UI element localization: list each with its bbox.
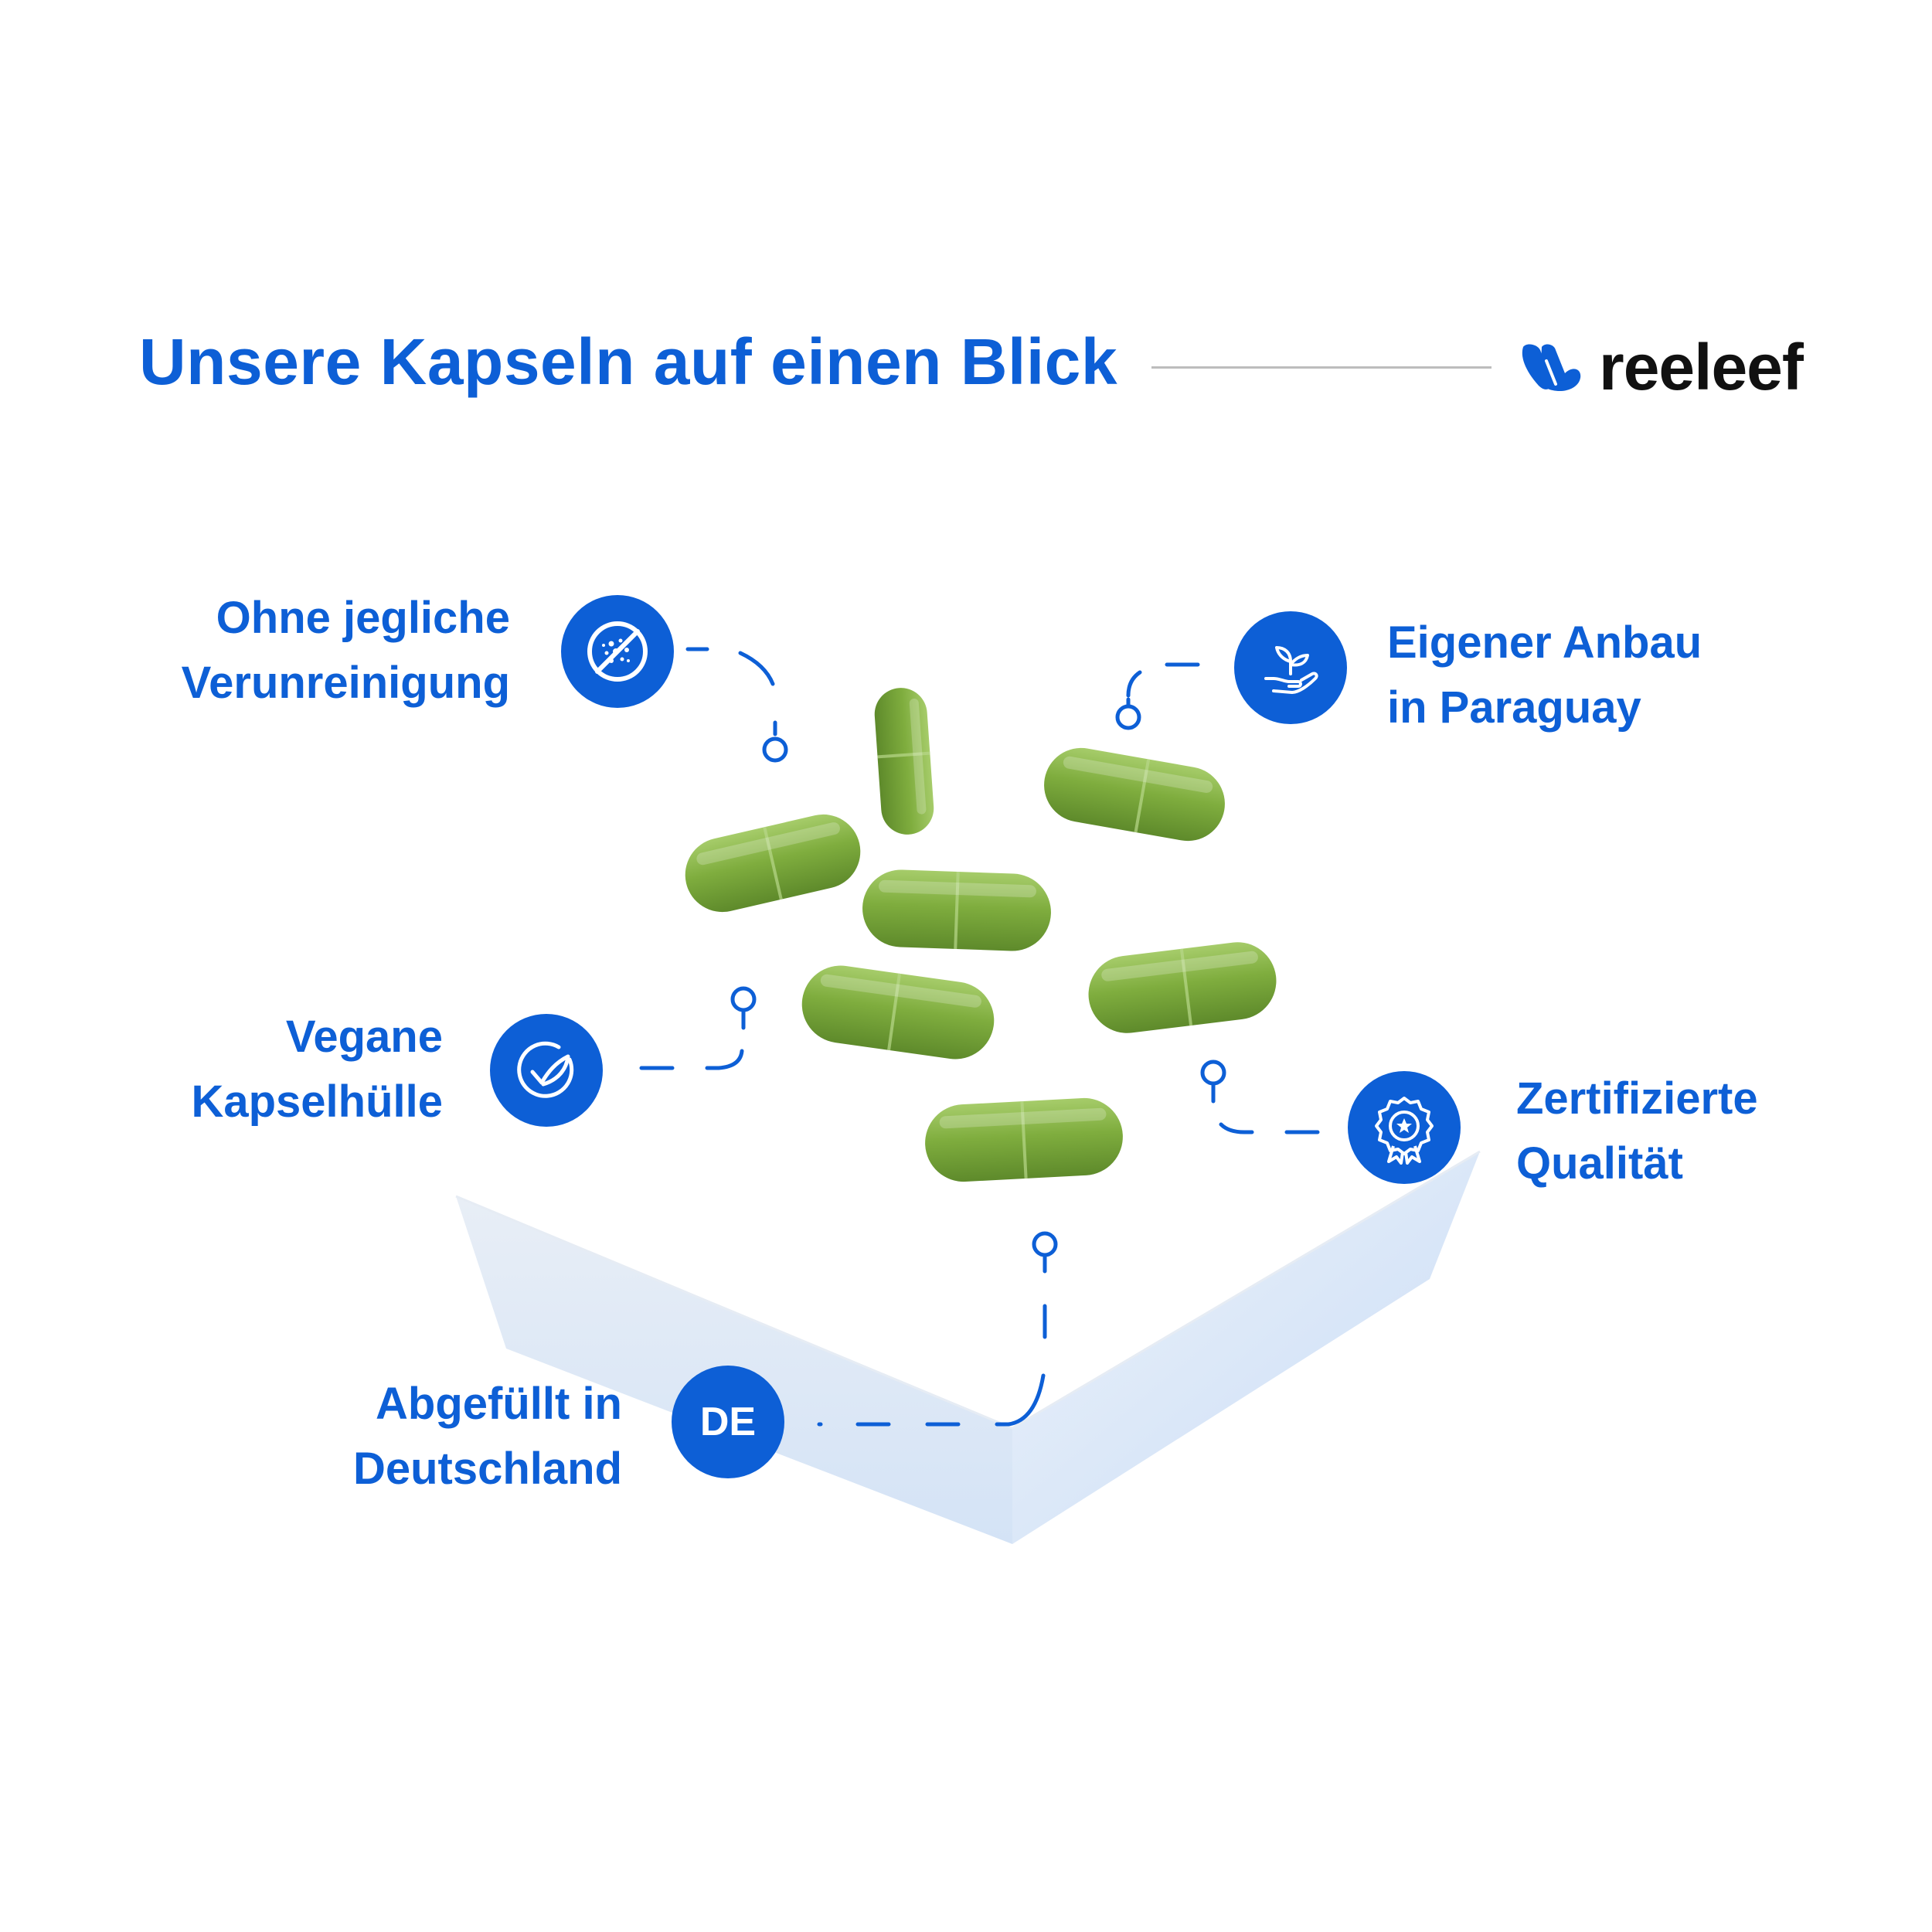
capsule: [874, 688, 934, 835]
feature-badge: [1348, 1071, 1461, 1184]
brand-name: reeleef: [1599, 330, 1804, 403]
capsule: [1044, 747, 1225, 842]
feature-line: Deutschland: [352, 1444, 622, 1494]
feature-line: Eigener Anbau: [1387, 617, 1702, 668]
reeleef-logo-icon: [1522, 344, 1581, 392]
capsule: [801, 965, 995, 1060]
feature-label-filled-in-germany: Abgefüllt in Deutschland: [232, 1372, 622, 1502]
pin-marker: [1032, 1231, 1058, 1257]
feature-line: Qualität: [1516, 1138, 1683, 1189]
leader-line: [1211, 1081, 1320, 1134]
capsule: [862, 869, 1051, 951]
feature-line: Zertifizierte: [1516, 1073, 1758, 1124]
page-title: Unsere Kapseln auf einen Blick: [139, 325, 1118, 398]
pin-marker: [1200, 1060, 1226, 1086]
feature-line: Ohne jegliche: [216, 593, 510, 643]
feature-badge-de: DE: [672, 1366, 784, 1478]
feature-line: Vegane: [285, 1012, 443, 1062]
feature-badge: [1234, 611, 1347, 724]
feature-line: in Paraguay: [1387, 682, 1641, 733]
pin-marker: [730, 986, 757, 1012]
leader-line: [817, 1253, 1047, 1427]
pin-marker: [1115, 704, 1141, 730]
vegan-check-leaf-icon: [517, 1041, 574, 1098]
capsule: [1088, 942, 1277, 1033]
certificate-rosette-icon: [1375, 1097, 1434, 1165]
feature-line: Kapselhülle: [191, 1077, 443, 1127]
leader-line: [685, 647, 777, 736]
header-divider: [1151, 366, 1492, 369]
no-contaminants-icon: [587, 621, 648, 682]
leader-line: [639, 1008, 746, 1070]
feature-label-vegan-capsule: Vegane Kapselhülle: [124, 1005, 443, 1134]
pin-marker: [762, 736, 788, 763]
feature-label-no-contaminants: Ohne jegliche Verunreinigung: [124, 586, 510, 716]
feature-label-own-cultivation: Eigener Anbau in Paraguay: [1387, 611, 1702, 740]
feature-badge: [561, 595, 674, 708]
feature-badge: [490, 1014, 603, 1127]
capsule: [925, 1097, 1123, 1182]
brand-logo: reeleef: [1519, 328, 1804, 406]
country-code-badge: DE: [699, 1400, 757, 1444]
leader-lines: [639, 647, 1320, 1427]
feature-label-certified-quality: Zertifizierte Qualität: [1516, 1066, 1758, 1196]
plant-in-hand-icon: [1264, 646, 1318, 694]
feature-line: Abgefüllt in: [376, 1379, 622, 1429]
capsule: [685, 814, 861, 913]
feature-line: Verunreinigung: [181, 658, 510, 708]
leader-line: [1126, 662, 1200, 707]
